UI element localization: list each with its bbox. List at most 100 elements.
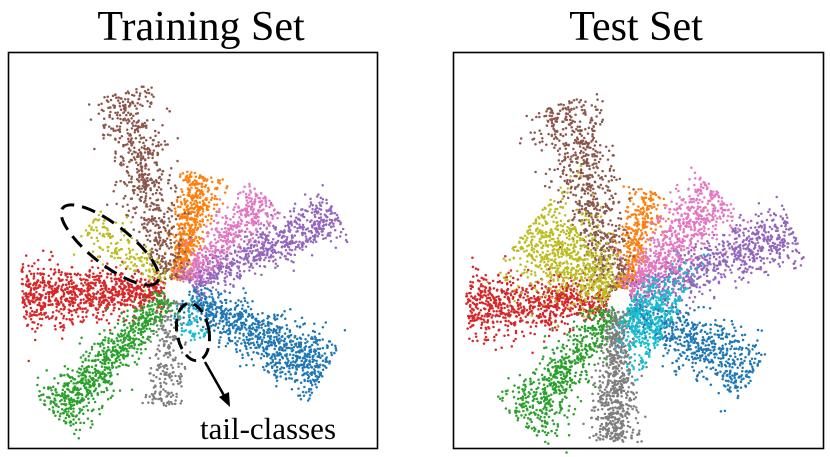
- data-point: [154, 134, 157, 138]
- data-point: [308, 393, 312, 397]
- data-point: [77, 388, 80, 392]
- data-point: [45, 369, 48, 372]
- data-point: [102, 313, 105, 317]
- data-point: [67, 299, 70, 303]
- data-point: [298, 240, 301, 244]
- data-point: [329, 239, 333, 243]
- data-point: [314, 374, 318, 378]
- data-point: [290, 221, 293, 225]
- data-point: [152, 118, 155, 122]
- data-point: [308, 220, 312, 224]
- data-point: [180, 269, 184, 272]
- data-point: [297, 212, 301, 216]
- data-point: [199, 303, 202, 307]
- data-point: [163, 298, 166, 301]
- data-point: [102, 284, 106, 287]
- data-point: [242, 287, 245, 290]
- data-point: [151, 292, 154, 296]
- data-point: [84, 370, 88, 374]
- data-point: [119, 353, 123, 357]
- data-point: [116, 293, 119, 296]
- data-point: [180, 266, 183, 269]
- data-point: [98, 332, 101, 336]
- data-point: [279, 326, 282, 330]
- data-point: [127, 180, 131, 184]
- data-point: [99, 288, 102, 292]
- data-point: [302, 394, 306, 398]
- data-point: [221, 327, 225, 331]
- data-point: [266, 317, 269, 320]
- data-point: [93, 275, 97, 279]
- data-point: [161, 220, 164, 224]
- data-point: [248, 182, 251, 186]
- data-point: [111, 332, 114, 336]
- data-point: [267, 329, 270, 332]
- data-point: [149, 102, 153, 105]
- data-point: [122, 159, 125, 162]
- data-point: [148, 311, 151, 314]
- data-point: [248, 196, 251, 200]
- data-point: [82, 384, 86, 388]
- data-point: [279, 230, 283, 233]
- data-point: [268, 231, 271, 234]
- data-point: [142, 225, 146, 229]
- data-point: [268, 224, 271, 228]
- data-point: [90, 394, 94, 397]
- data-point: [133, 104, 137, 107]
- data-point: [70, 279, 73, 282]
- data-point: [298, 246, 302, 250]
- data-point: [140, 283, 144, 287]
- data-point: [143, 330, 147, 333]
- data-point: [186, 193, 189, 197]
- data-point: [227, 246, 230, 249]
- data-point: [161, 170, 164, 173]
- data-point: [329, 212, 332, 216]
- data-point: [285, 346, 288, 350]
- data-point: [32, 272, 36, 276]
- data-point: [223, 279, 226, 282]
- data-point: [147, 286, 151, 289]
- data-point: [280, 335, 284, 339]
- data-point: [257, 324, 261, 327]
- data-point: [194, 175, 198, 179]
- data-point: [77, 288, 81, 292]
- data-point: [120, 279, 123, 282]
- data-point: [107, 371, 110, 375]
- data-point: [226, 223, 230, 227]
- data-point: [64, 382, 67, 386]
- data-point: [265, 345, 269, 348]
- data-point: [98, 279, 102, 283]
- data-point: [199, 196, 202, 199]
- data-point: [151, 251, 155, 254]
- data-point: [304, 391, 308, 394]
- data-point: [104, 288, 108, 292]
- data-point: [289, 363, 292, 367]
- data-point: [310, 337, 313, 340]
- data-point: [172, 203, 176, 207]
- data-point: [170, 246, 173, 249]
- data-point: [137, 148, 141, 152]
- data-point: [57, 310, 61, 313]
- data-point: [40, 317, 44, 321]
- data-point: [96, 358, 100, 361]
- data-point: [47, 303, 50, 307]
- data-point: [314, 383, 317, 386]
- data-point: [72, 407, 75, 410]
- data-point: [115, 180, 118, 184]
- data-point: [324, 223, 328, 226]
- data-point: [142, 173, 145, 177]
- data-point: [106, 290, 109, 293]
- data-point: [103, 294, 107, 298]
- data-point: [320, 218, 323, 222]
- data-point: [306, 379, 310, 383]
- data-point: [140, 85, 144, 88]
- data-point: [220, 227, 224, 231]
- data-point: [147, 221, 150, 224]
- data-point: [266, 322, 270, 325]
- data-point: [230, 339, 234, 343]
- data-point: [273, 226, 276, 230]
- data-point: [72, 418, 75, 421]
- data-point: [94, 296, 98, 299]
- data-point: [104, 351, 108, 355]
- data-point: [119, 161, 123, 164]
